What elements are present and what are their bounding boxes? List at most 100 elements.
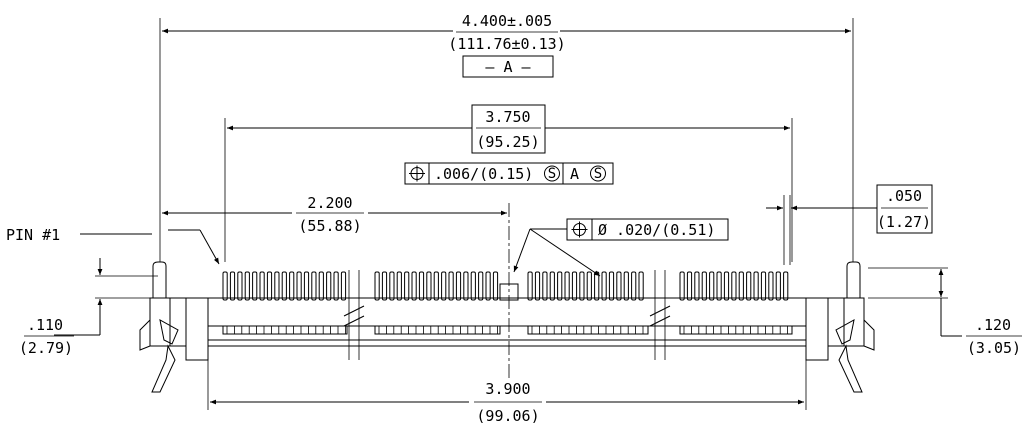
pin-0 [252, 271, 258, 301]
housing-dimension: 3.900 (99.06) [207, 360, 807, 425]
pitch-dimension: .050 (1.27) [766, 184, 933, 265]
housing-mm: (99.06) [476, 407, 539, 425]
pin-3 [760, 271, 767, 301]
pin-2 [601, 271, 607, 301]
right-height-inch: .120 [975, 316, 1011, 334]
pin-3 [723, 271, 730, 301]
pin-0 [237, 271, 243, 301]
pin-tol-value: Ø .020/(0.51) [598, 221, 715, 239]
pin-2 [616, 271, 622, 301]
pin-0 [303, 271, 310, 301]
pin-0 [244, 271, 250, 301]
pin-1 [389, 271, 395, 301]
position-tol-modifier: S [548, 166, 556, 182]
pin-tolerance-frame: Ø .020/(0.51) [513, 218, 729, 277]
pin-3 [731, 271, 737, 301]
pin-3 [694, 271, 700, 301]
pin-1 [381, 271, 388, 301]
pin-0 [229, 271, 236, 301]
pin-0 [333, 271, 339, 301]
pin-3 [753, 271, 759, 301]
half-span-dimension: 2.200 (55.88) [162, 194, 510, 378]
pitch-mm: (1.27) [877, 213, 931, 231]
position-tolerance-frame: .006/(0.15) S A S [404, 162, 614, 185]
position-tol-datum-modifier: S [594, 166, 602, 182]
pin-1 [448, 271, 454, 301]
pin-0 [281, 271, 287, 301]
pin-0 [274, 271, 280, 301]
pin-3 [738, 271, 744, 301]
position-symbol-icon [409, 165, 425, 182]
pin-0 [289, 271, 295, 301]
housing-inch: 3.900 [485, 380, 530, 398]
pin1-label: PIN #1 [6, 226, 60, 244]
pin-0 [259, 271, 265, 301]
pin-3 [768, 271, 774, 301]
pin-2 [631, 271, 637, 301]
overall-inch: 4.400±.005 [462, 12, 552, 30]
pin-0 [311, 271, 317, 301]
pin-3 [701, 271, 707, 301]
pin-1 [426, 271, 432, 301]
pin-3 [679, 271, 685, 301]
pin-2 [594, 271, 600, 301]
pin-2 [564, 271, 570, 301]
pin-2 [608, 271, 615, 301]
datum-a-label: — A — [485, 58, 531, 76]
pitch-inch: .050 [886, 187, 922, 205]
pin-2 [579, 271, 585, 301]
overall-mm: (111.76±0.13) [448, 35, 565, 53]
pin-2 [571, 271, 578, 301]
pin-1 [463, 271, 469, 301]
break-mark-right [649, 305, 671, 327]
pin-1 [441, 271, 447, 301]
contact-strip-0 [222, 325, 348, 335]
right-height-mm: (3.05) [967, 339, 1021, 357]
pin-3 [716, 271, 722, 301]
pin-2 [549, 271, 555, 301]
row-span-dimension: 3.750 (95.25) [224, 104, 793, 262]
half-span-mm: (55.88) [298, 217, 361, 235]
left-latch [139, 261, 186, 393]
left-height-inch: .110 [27, 316, 63, 334]
pin-2 [527, 271, 533, 301]
pin-3 [746, 271, 752, 301]
pin-1 [396, 271, 402, 301]
contact-strip-2 [527, 325, 649, 335]
pin-0 [318, 271, 324, 301]
contact-strip-1 [374, 325, 501, 335]
pin-2 [623, 271, 629, 301]
pin-3 [709, 271, 715, 301]
pin-1 [492, 271, 499, 301]
half-span-inch: 2.200 [307, 194, 352, 212]
pin-2 [542, 271, 548, 301]
position-tol-value: .006/(0.15) [434, 165, 533, 183]
overall-dimension: 4.400±.005 (111.76±0.13) — A — [159, 12, 854, 262]
pin-0 [340, 271, 347, 301]
pin-1 [478, 271, 484, 301]
pin-1 [470, 271, 476, 301]
pin-2 [557, 271, 563, 301]
pin-0 [296, 271, 302, 301]
pin-3 [783, 271, 789, 301]
position-tol-datum: A [570, 165, 579, 183]
pin-2 [638, 271, 644, 301]
connector-body [139, 261, 875, 393]
pin-1 [485, 271, 491, 301]
left-height-dimension: .110 (2.79) [19, 258, 158, 357]
right-height-dimension: .120 (3.05) [868, 267, 1022, 357]
pin-1 [418, 271, 425, 301]
row-span-mm: (95.25) [476, 133, 539, 151]
pin-0 [266, 271, 273, 301]
pin1-callout: PIN #1 [6, 226, 220, 265]
pin-0 [222, 271, 228, 301]
left-height-mm: (2.79) [19, 339, 73, 357]
pin-2 [586, 271, 592, 301]
pin-2 [534, 271, 541, 301]
pin-1 [404, 271, 410, 301]
pin-1 [433, 271, 439, 301]
pin-1 [455, 271, 462, 301]
break-mark-left [343, 305, 365, 327]
pin-1 [411, 271, 417, 301]
